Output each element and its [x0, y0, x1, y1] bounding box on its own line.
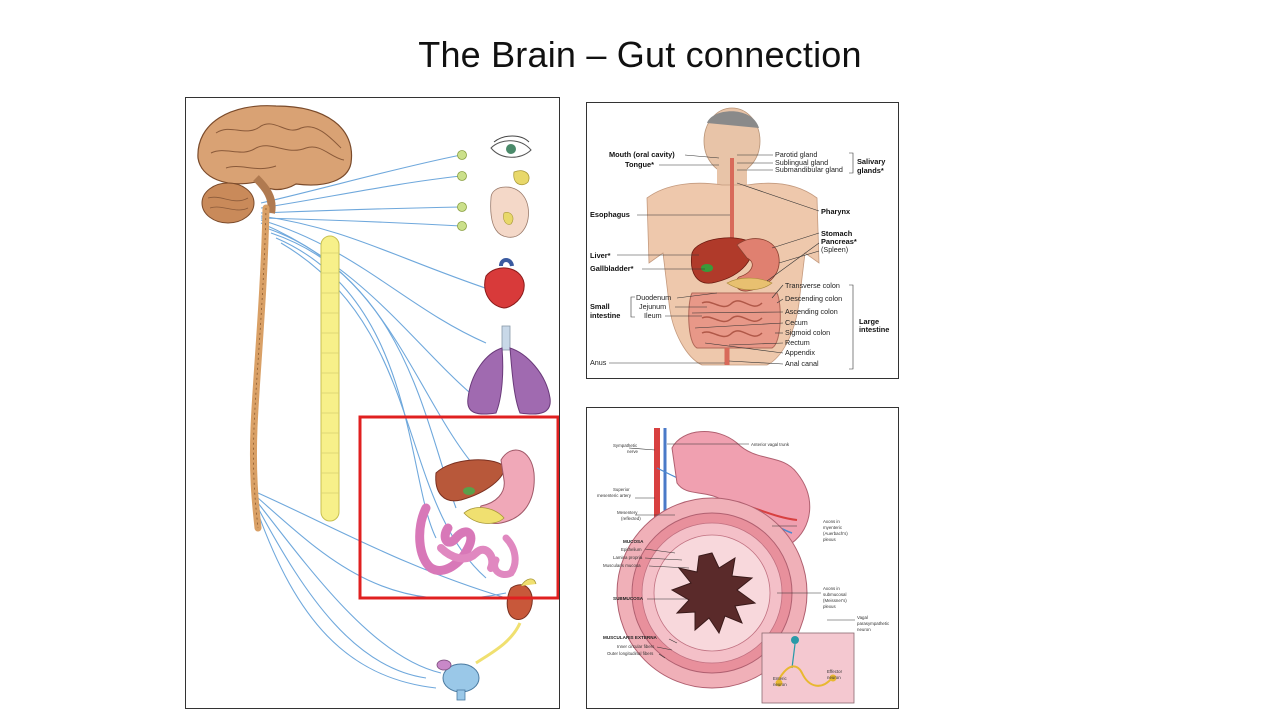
- label-duodenum: Duodenum: [636, 293, 671, 302]
- label-large-intestine-2: intestine: [859, 325, 889, 334]
- label-descending: Descending colon: [785, 294, 842, 303]
- label-enteric-2: neuron: [773, 682, 787, 687]
- label-epithelium: Epithelium: [621, 547, 642, 552]
- label-tongue: Tongue*: [625, 160, 654, 169]
- label-superior-2: mesenteric artery: [597, 493, 632, 498]
- label-vagal-1: Vagal: [857, 615, 868, 620]
- label-axons-myenteric-1: Axons in: [823, 519, 840, 524]
- enteric-neuron-inset: [762, 633, 854, 703]
- sympathetic-chain: [321, 236, 339, 521]
- label-axons-myenteric-3: (Auerbach's): [823, 531, 848, 536]
- heart-icon: [485, 260, 524, 308]
- label-gallbladder: Gallbladder*: [590, 264, 634, 273]
- head-icon: [491, 187, 529, 237]
- label-small-intestine-2: intestine: [590, 311, 620, 320]
- label-pharynx: Pharynx: [821, 207, 851, 216]
- label-appendix: Appendix: [785, 348, 815, 357]
- bladder-icon: [437, 660, 479, 700]
- label-spleen: (Spleen): [821, 245, 848, 254]
- brain: [198, 106, 352, 223]
- label-sympathetic-1: Sympathetic: [613, 443, 638, 448]
- slide-title: The Brain – Gut connection: [0, 34, 1280, 76]
- label-enteric-1: Enteric: [773, 676, 787, 681]
- label-sigmoid: Sigmoid colon: [785, 328, 830, 337]
- gallbladder-icon: [463, 487, 475, 495]
- label-effector-2: neuron: [827, 675, 841, 680]
- nervous-system-svg: [186, 98, 559, 708]
- label-cecum: Cecum: [785, 318, 808, 327]
- label-vagal-3: neuron: [857, 627, 871, 632]
- label-anus: Anus: [590, 358, 607, 367]
- label-liver: Liver*: [590, 251, 611, 260]
- ganglia: [458, 151, 467, 231]
- nervous-system-illustration: [185, 97, 560, 709]
- label-muscularis-externa: MUSCULARIS EXTERNA: [603, 635, 658, 640]
- label-axons-submucosal-2: submucosal: [823, 592, 846, 597]
- kidney-icon: [507, 585, 532, 620]
- label-outer-longitudinal: Outer longitudinal fibers: [607, 651, 654, 656]
- label-axons-submucosal-1: Axons in: [823, 586, 840, 591]
- spinal-cord: [253, 208, 266, 528]
- gut-highlight-box: [360, 417, 558, 598]
- label-axons-myenteric-4: plexus: [823, 537, 836, 542]
- label-mesentery-2: (reflected): [621, 516, 641, 521]
- label-esophagus: Esophagus: [590, 210, 630, 219]
- label-axons-submucosal-3: (Meissner's): [823, 598, 847, 603]
- label-submandibular: Submandibular gland: [775, 165, 843, 174]
- label-anal-canal: Anal canal: [785, 359, 819, 368]
- label-mouth: Mouth (oral cavity): [609, 150, 675, 159]
- label-ascending: Ascending colon: [785, 307, 838, 316]
- label-ileum: Ileum: [644, 311, 662, 320]
- label-effector-1: Effector: [827, 669, 843, 674]
- digestive-system-diagram: Mouth (oral cavity) Tongue* Esophagus Li…: [586, 102, 899, 379]
- label-muscularis-mucosa: Muscularis mucosa: [603, 563, 641, 568]
- label-axons-myenteric-2: myenteric: [823, 525, 843, 530]
- label-superior-1: Superior: [613, 487, 630, 492]
- label-lamina: Lamina propria: [613, 555, 643, 560]
- salivary-gland-icon: [514, 171, 529, 185]
- nerve-lines: [258, 155, 506, 688]
- label-vagal-2: parasympathetic: [857, 621, 890, 626]
- label-mesentery-1: Mesentery: [617, 510, 638, 515]
- label-axons-submucosal-4: plexus: [823, 604, 836, 609]
- label-jejunum: Jejunum: [639, 302, 666, 311]
- gallbladder-shape: [701, 264, 713, 272]
- digestive-system-svg: Mouth (oral cavity) Tongue* Esophagus Li…: [587, 103, 898, 378]
- label-transverse: Transverse colon: [785, 281, 840, 290]
- label-rectum: Rectum: [785, 338, 810, 347]
- label-mucosa: MUCOSA: [623, 539, 644, 544]
- label-inner-circular: Inner circular fibers: [617, 644, 655, 649]
- gut-wall-cross-section: Sympathetic nerve Anterior vagal trunk S…: [586, 407, 899, 709]
- label-submucosa: SUBMUCOSA: [613, 596, 644, 601]
- label-salivary-2: glands*: [857, 166, 884, 175]
- label-anterior-vagal: Anterior vagal trunk: [751, 442, 790, 447]
- label-sympathetic-2: nerve: [627, 449, 639, 454]
- gut-wall-svg: Sympathetic nerve Anterior vagal trunk S…: [587, 408, 898, 708]
- lungs-icon: [468, 326, 550, 414]
- eye-icon: [491, 136, 531, 157]
- label-salivary-1: Salivary: [857, 157, 886, 166]
- label-small-intestine-1: Small: [590, 302, 610, 311]
